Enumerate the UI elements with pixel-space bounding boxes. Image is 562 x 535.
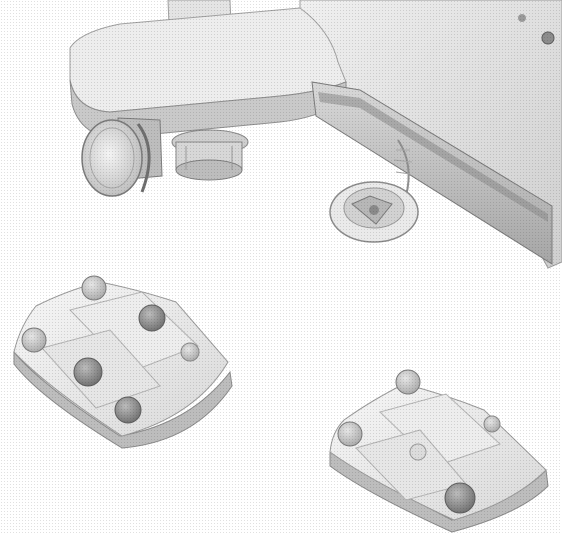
halftone-texture	[0, 0, 562, 535]
illustration-canvas	[0, 0, 562, 535]
product-illustration	[0, 0, 562, 535]
